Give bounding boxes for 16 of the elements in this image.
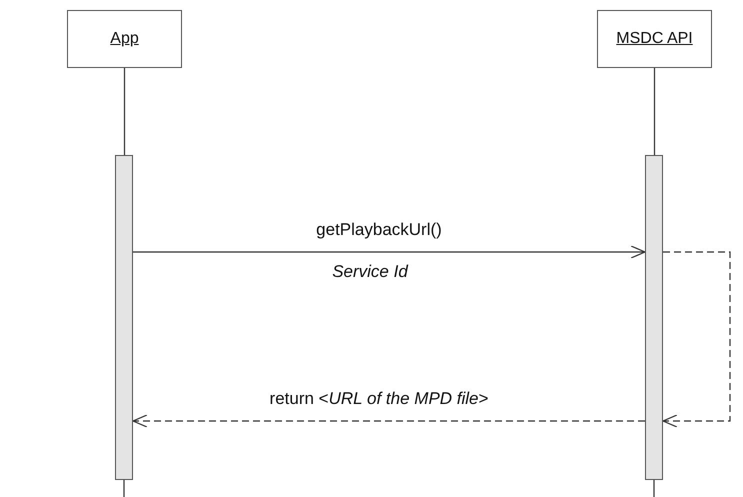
self-message-arrow — [662, 251, 731, 428]
activation-bar — [645, 155, 663, 480]
message-label: getPlaybackUrl() — [316, 220, 442, 240]
lifeline — [654, 68, 656, 155]
participant-name: MSDC API — [616, 30, 693, 48]
participant-name: App — [110, 30, 139, 48]
lifeline — [123, 480, 125, 497]
parameter-label: Service Id — [332, 262, 408, 282]
lifeline — [124, 68, 126, 155]
message-label: return <URL of the MPD file> — [270, 389, 488, 409]
message-arrow — [133, 245, 646, 259]
message-arrow — [132, 414, 645, 428]
activation-bar — [115, 155, 133, 480]
lifeline — [653, 480, 655, 497]
participant-box — [67, 10, 182, 68]
participant-box — [597, 10, 712, 68]
